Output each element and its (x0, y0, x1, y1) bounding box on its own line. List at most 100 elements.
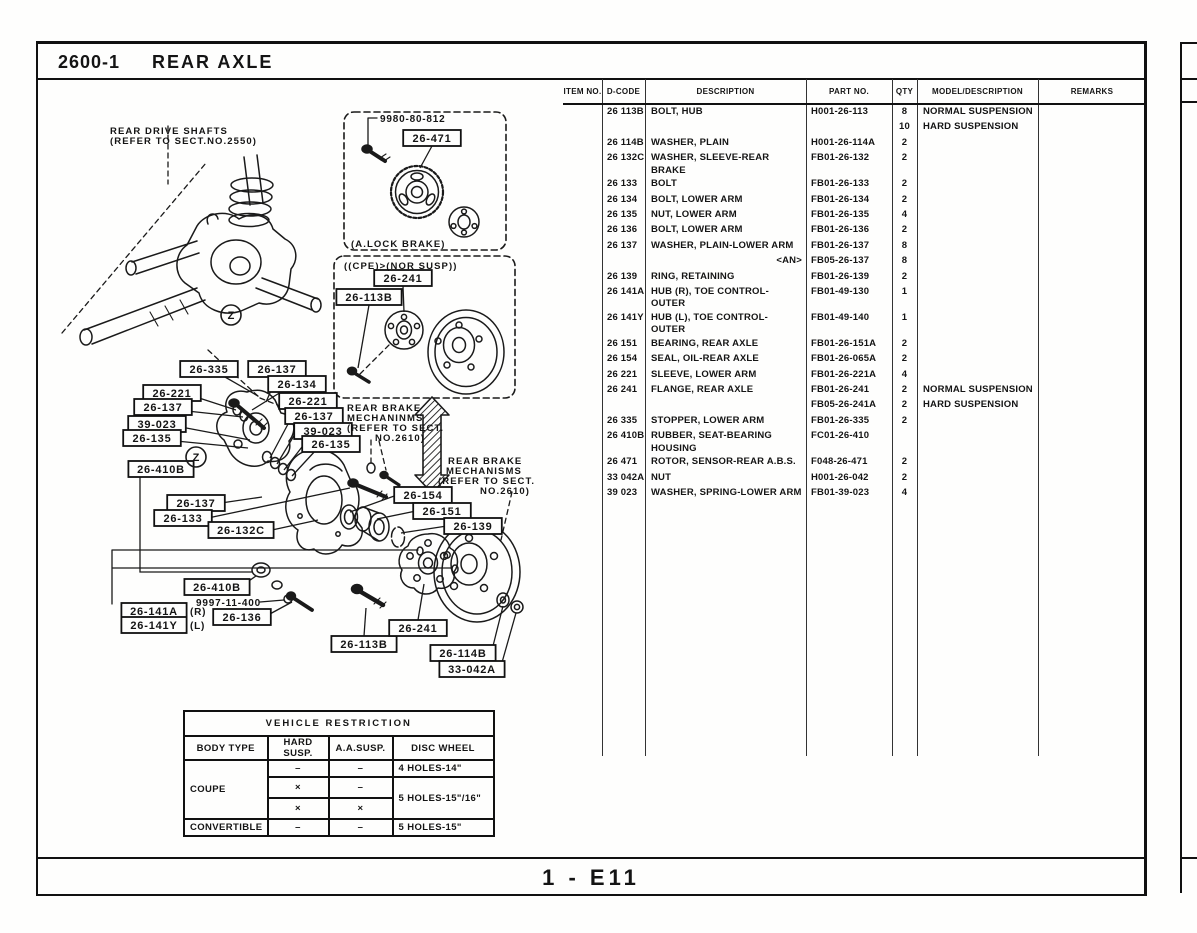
callout-label: 33-042A (448, 664, 496, 676)
cell-qty: 2 (901, 178, 908, 190)
cell-remarks (1038, 429, 1146, 430)
callout-box (133, 398, 193, 416)
callout-label: 26-135 (132, 433, 171, 445)
bodytype-convertible: CONVERTIBLE (183, 818, 269, 837)
cell-partno: FB01-49-140 (811, 311, 870, 323)
parts-table-row: 26 114B WASHER, PLAIN H001-26-114A 2 (563, 136, 1146, 151)
cell-remarks (1038, 136, 1146, 137)
leader-line (376, 510, 417, 520)
parts-table-row: 26 136 BOLT, LOWER ARM FB01-26-136 2 (563, 223, 1146, 238)
cell-description: WASHER, SPRING-LOWER ARM (651, 487, 802, 499)
cell-remarks (1038, 311, 1146, 312)
callout-label: 26-139 (453, 521, 492, 533)
cell-conv-aa: – (327, 818, 394, 837)
page-title: REAR AXLE (152, 52, 274, 72)
z-marker-circle (185, 446, 207, 468)
callout-label: 26-135 (311, 439, 350, 451)
leader-line (271, 519, 319, 531)
diagram-note: (REFER TO SECT.NO.2550) (110, 136, 257, 147)
z-marker-label: Z (193, 452, 200, 464)
callout-box (120, 616, 188, 634)
cell-qty: 2 (901, 471, 908, 483)
cell-partno: FB01-26-135 (811, 208, 870, 220)
cell-dcode: 26 139 (607, 270, 638, 282)
col-header-qty: QTY (895, 86, 914, 96)
cell-partno: FB01-26-134 (811, 193, 870, 205)
callout-box (166, 494, 226, 512)
callout-label: 26-151 (422, 506, 461, 518)
next-page-divider1 (1180, 78, 1197, 80)
bodytype-coupe: COUPE (183, 759, 269, 820)
dashed-guides (61, 125, 513, 541)
cell-partno: FB01-26-151A (811, 337, 877, 349)
diagram-note: (A.LOCK BRAKE) (351, 239, 446, 250)
callout-box (293, 422, 353, 440)
cell-description: RUBBER, SEAT-BEARING HOUSING (651, 430, 772, 454)
cell-description (645, 120, 806, 121)
next-page-top-line (1180, 42, 1197, 44)
leader-line (417, 583, 425, 621)
callout-box (335, 288, 403, 306)
cell-item (563, 368, 602, 369)
diagram-note: MECHANINMS (347, 413, 423, 424)
parts-table-row: 26 135 NUT, LOWER ARM FB01-26-135 4 (563, 208, 1146, 223)
cell-qty: 10 (899, 121, 910, 133)
title-divider-line (36, 78, 1146, 80)
diagram-line-art (61, 111, 524, 623)
cell-description: FLANGE, REAR AXLE (651, 384, 754, 396)
cell-model (917, 429, 1038, 430)
callout-box (443, 517, 503, 535)
callout-box (179, 360, 239, 378)
parts-table-row: 26 141A HUB (R), TOE CONTROL-OUTER FB01-… (563, 285, 1146, 311)
cell-dcode: 26 113B (607, 106, 644, 117)
cell-model (917, 177, 1038, 178)
leader-line (269, 408, 297, 459)
diagram-plain-label: 9997-11-400 (196, 598, 261, 609)
callout-box (207, 521, 275, 539)
leader-line (491, 605, 504, 651)
diagram-note: (REFER TO SECT. (438, 476, 535, 487)
callout-label: 26-137 (176, 498, 215, 510)
cell-model: HARD SUSPENSION (923, 121, 1019, 133)
cell-dcode: 26 136 (607, 224, 638, 236)
cell-dcode: 26 410B (607, 430, 645, 442)
callout-label: 26-335 (189, 364, 228, 376)
callout-box (330, 635, 398, 653)
col-header-dcode: D-CODE (606, 86, 641, 96)
page-number: 1 - E11 (542, 865, 640, 890)
cell-dcode: 26 114B (607, 136, 644, 148)
cell-description: BOLT, HUB (651, 106, 703, 117)
diagram-plain-label: (R) (190, 607, 206, 618)
cell-item (563, 208, 602, 209)
cell-item (563, 486, 602, 487)
cell-dcode: 26 135 (607, 208, 638, 220)
cell-item (563, 311, 602, 312)
cell-description: WASHER, SLEEVE-REAR BRAKE (651, 152, 770, 176)
callout-label: 26-113B (345, 292, 392, 304)
cell-qty: 8 (901, 106, 908, 117)
callout-box (122, 429, 182, 447)
cell-dcode: 26 133 (607, 178, 638, 190)
cell-remarks (1038, 120, 1146, 121)
diagram-note: REAR BRAKE (347, 403, 421, 414)
cell-description: WASHER, PLAIN-LOWER ARM (651, 239, 794, 251)
page-border-right (1144, 41, 1147, 896)
restriction-title: VEHICLE RESTRICTION (183, 710, 495, 737)
leader-line (220, 496, 263, 504)
leader-line (267, 601, 293, 616)
cell-remarks (1038, 208, 1146, 209)
callout-box (127, 415, 187, 433)
cell-model (917, 486, 1038, 487)
cell-model (917, 311, 1038, 312)
parts-table-row: 10 HARD SUSPENSION (563, 120, 1146, 135)
cell-description: BOLT (651, 178, 677, 190)
z-marker-label: Z (228, 310, 235, 322)
leader-line (419, 145, 433, 169)
cell-coupe-span-wheel: 5 HOLES-15"/16" (391, 776, 495, 820)
diagram-note: (REFER TO SECT. (347, 423, 444, 434)
parts-table-row: 26 139 RING, RETAINING FB01-26-139 2 (563, 270, 1146, 285)
callout-box (301, 435, 361, 453)
parts-table-row: 26 113B BOLT, HUB H001-26-113 8 NORMAL S… (563, 105, 1146, 120)
cell-description: HUB (L), TOE CONTROL-OUTER (651, 311, 768, 336)
